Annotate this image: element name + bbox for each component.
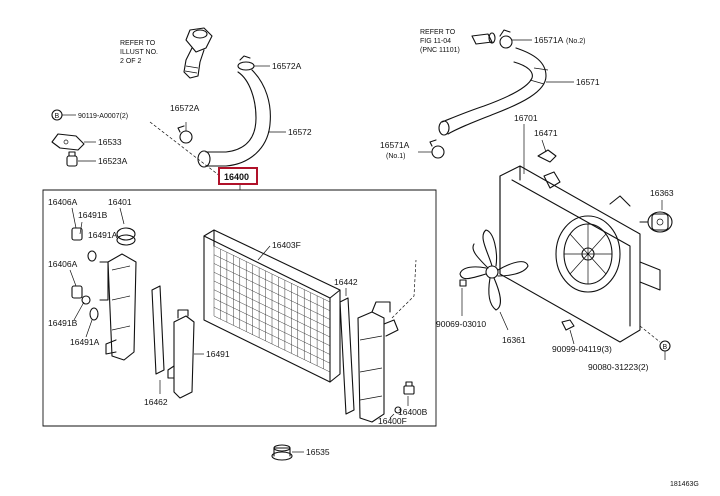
drain-16400B[interactable]: 16400B bbox=[398, 381, 428, 417]
core-tube-line bbox=[213, 280, 331, 338]
seal-16442[interactable]: 16442 bbox=[334, 277, 358, 415]
left-tank[interactable] bbox=[99, 253, 137, 361]
label-16361: 16361 bbox=[502, 335, 526, 345]
label-16491B-bottom: 16491B bbox=[48, 318, 78, 328]
screw-90099[interactable]: 90099-04119(3) bbox=[552, 319, 612, 354]
radiator-assembly-16400-callout[interactable]: 16400 bbox=[149, 121, 258, 190]
refer-note-left-line3: 2 OF 2 bbox=[120, 58, 142, 65]
label-90080: 90080-31223(2) bbox=[588, 362, 649, 372]
drain-plug-top[interactable] bbox=[71, 227, 83, 241]
label-16571: 16571 bbox=[576, 77, 600, 87]
core-tube-line bbox=[213, 245, 331, 303]
core-tube-line bbox=[213, 289, 331, 346]
o-ring-bottom[interactable] bbox=[89, 307, 99, 321]
core-fin-grid bbox=[213, 245, 331, 373]
seal-16462[interactable]: 16462 bbox=[144, 285, 168, 407]
note-no1: (No.1) bbox=[386, 153, 405, 160]
label-16491: 16491 bbox=[206, 349, 230, 359]
label-16406A-top: 16406A bbox=[48, 197, 78, 207]
radiator-cap-16401[interactable] bbox=[116, 227, 136, 246]
note-no2: (No.2) bbox=[566, 38, 585, 45]
refer-note-right: REFER TO FIG 11-04 (PNC 11101) bbox=[420, 29, 460, 54]
label-16571A-top: 16571A bbox=[534, 35, 564, 45]
fan-blade-16361[interactable]: 16361 bbox=[459, 229, 529, 345]
fan-motor-16363[interactable]: 16363 bbox=[639, 188, 674, 233]
marker-b-right: B bbox=[663, 344, 668, 351]
refer-note-right-line3: (PNC 11101) bbox=[420, 47, 460, 54]
label-16491A-top: 16491A bbox=[88, 230, 118, 240]
core-tube-line bbox=[213, 272, 331, 329]
clamp-16572A-left[interactable]: 16572A bbox=[170, 103, 200, 144]
label-16523A: 16523A bbox=[98, 156, 128, 166]
label-16462: 16462 bbox=[144, 397, 168, 407]
bolt-90080[interactable]: B 90080-31223(2) bbox=[588, 325, 671, 372]
plug-16523A[interactable]: 16523A bbox=[66, 151, 128, 167]
label-90119: 90119-A0007(2) bbox=[78, 113, 128, 120]
radiator-core-16403F[interactable]: 16403F bbox=[203, 229, 341, 383]
clamp-16571A-left[interactable]: 16571A (No.1) bbox=[380, 139, 445, 160]
label-16363: 16363 bbox=[650, 188, 674, 198]
label-16406A-mid: 16406A bbox=[48, 259, 78, 269]
drain-16400F[interactable]: 16400F bbox=[378, 406, 407, 426]
o-ring-top[interactable] bbox=[87, 250, 97, 262]
label-16403F: 16403F bbox=[272, 240, 301, 250]
refer-note-left-line2: ILLUST NO. bbox=[120, 49, 158, 56]
core-tube-line bbox=[213, 254, 331, 311]
label-16535: 16535 bbox=[306, 447, 330, 457]
highlight-box bbox=[218, 167, 258, 185]
tank-16491[interactable]: 16491 bbox=[167, 309, 230, 399]
label-16572A-top: 16572A bbox=[272, 61, 302, 71]
refer-note-right-line2: FIG 11-04 bbox=[420, 38, 451, 45]
core-tube-line bbox=[213, 307, 331, 364]
right-tank[interactable] bbox=[357, 259, 417, 423]
refer-note-left: REFER TO ILLUST NO. 2 OF 2 bbox=[120, 40, 158, 65]
drain-plug-bottom[interactable] bbox=[71, 285, 83, 299]
upper-hose-16572[interactable]: 16572 bbox=[197, 69, 312, 168]
refer-note-right-line1: REFER TO bbox=[420, 29, 456, 36]
marker-b-left: B bbox=[55, 113, 60, 120]
lower-hose-16571[interactable]: 16571 bbox=[438, 47, 600, 136]
label-16572A-left: 16572A bbox=[170, 103, 200, 113]
label-16571A-left: 16571A bbox=[380, 140, 410, 150]
core-tube-line bbox=[213, 315, 331, 373]
cushion-16535[interactable]: 16535 bbox=[271, 444, 330, 461]
diagram-code: 181463G bbox=[670, 481, 699, 488]
washer-bottom[interactable] bbox=[81, 295, 91, 305]
label-16400B: 16400B bbox=[398, 407, 428, 417]
label-16401: 16401 bbox=[108, 197, 132, 207]
clamp-16571A-top[interactable]: 16571A (No.2) bbox=[499, 29, 585, 49]
clamp-16572A-top[interactable]: 16572A bbox=[237, 55, 302, 71]
relay-16471[interactable]: 16471 bbox=[534, 128, 558, 163]
core-tube-line bbox=[213, 298, 331, 355]
core-tube-line bbox=[213, 263, 331, 320]
drain-cock-group: 16406A 16491B 16491A 16401 16406A 16491B… bbox=[48, 197, 136, 347]
label-16400: 16400 bbox=[224, 172, 249, 182]
label-16701: 16701 bbox=[514, 113, 538, 123]
water-outlet-drawing bbox=[183, 27, 213, 79]
label-16491B-top: 16491B bbox=[78, 210, 108, 220]
label-90069: 90069-03010 bbox=[436, 319, 486, 329]
label-16572: 16572 bbox=[288, 127, 312, 137]
label-16491A-bottom: 16491A bbox=[70, 337, 100, 347]
pipe-end-right bbox=[471, 32, 496, 45]
bolt-90119[interactable]: B 90119-A0007(2) bbox=[51, 109, 128, 121]
nut-90069[interactable]: 90069-03010 bbox=[436, 279, 486, 329]
assembly-frame bbox=[42, 189, 437, 427]
label-16471: 16471 bbox=[534, 128, 558, 138]
refer-note-left-line1: REFER TO bbox=[120, 40, 156, 47]
bracket-16533[interactable]: 16533 bbox=[51, 133, 122, 151]
label-90099: 90099-04119(3) bbox=[552, 344, 612, 354]
label-16400F: 16400F bbox=[378, 416, 407, 426]
label-16533: 16533 bbox=[98, 137, 122, 147]
fan-shroud-16701[interactable]: 16701 bbox=[499, 113, 661, 343]
label-16442: 16442 bbox=[334, 277, 358, 287]
